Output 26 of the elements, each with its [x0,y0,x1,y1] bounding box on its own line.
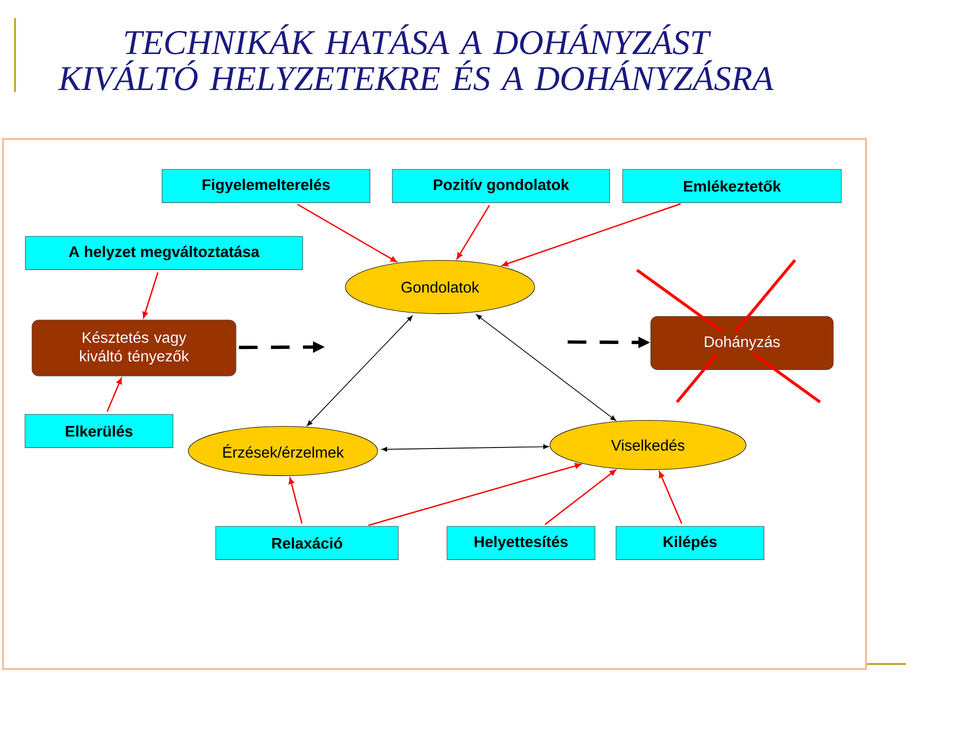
technique-box: A helyzet megváltoztatása [25,236,303,270]
technique-box: Figyelemelterelés [162,169,370,203]
arrow [476,314,616,421]
arrow [456,204,490,259]
oval: Gondolatok [345,260,535,314]
technique-box: Elkerülés [24,414,174,448]
technique-box: Pozitív gondolatok [392,169,610,203]
factor-box: Dohányzás [650,316,834,370]
factor-box: Késztetés vagy kiváltó tényezők [32,320,236,376]
arrow [368,463,582,526]
technique-box: Kilépés [616,526,764,560]
technique-box: Relaxáció [215,526,399,560]
arrow [502,203,681,266]
arrow [658,471,682,524]
arrow [142,272,158,318]
arrow [288,478,303,524]
oval: Viselkedés [550,420,746,470]
title: TECHNIKÁK HATÁSA A DOHÁNYZÁST KIVÁLTÓ HELYZETEKRE ÉS A DOHÁNYZÁSRA [58,24,774,91]
technique-box: Emlékeztetők [622,169,842,203]
arrow [297,204,397,262]
arrow [382,444,549,452]
arrow [544,470,616,525]
technique-box: Helyettesítés [446,526,596,560]
arrow [306,316,413,426]
oval: Érzések/érzelmek [188,426,378,476]
arrow [106,378,122,412]
